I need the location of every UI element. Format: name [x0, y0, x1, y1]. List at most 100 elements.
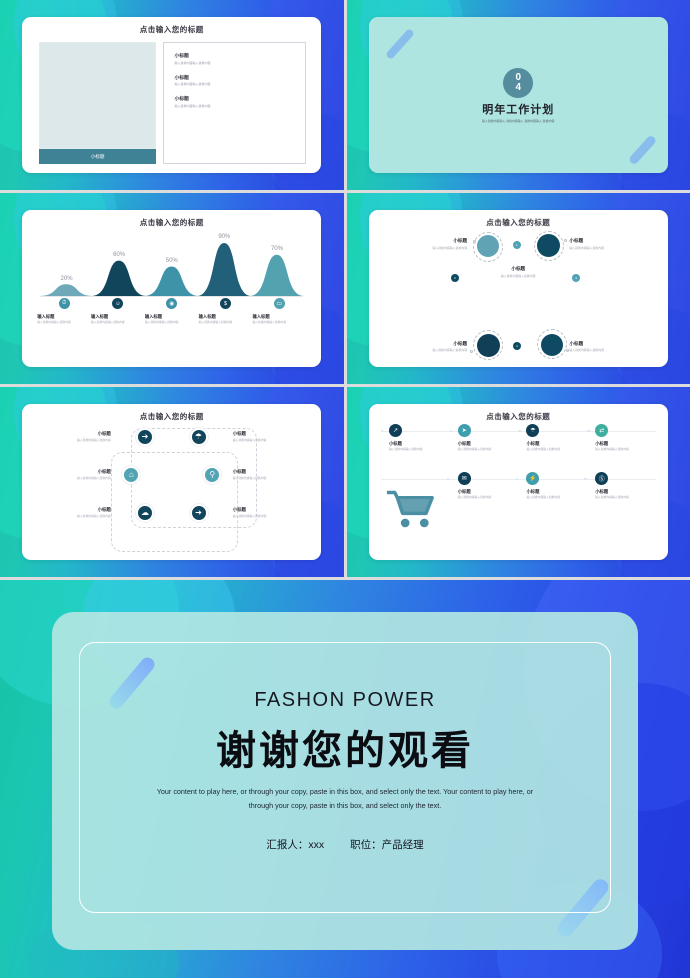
- chart-axis-line: [40, 296, 304, 298]
- step-item[interactable]: ◉ 输入标题 输入替换内容输入替换内容: [144, 298, 226, 325]
- step-title: 输入标题: [37, 314, 55, 320]
- section-number-bottom: 4: [515, 81, 522, 93]
- slide-2-card: 0 4 明年工作计划 输入替换内容输入·替换内容输入·替换内容输入·替换内容: [368, 17, 668, 174]
- page-title: 点击输入您的标题: [139, 411, 204, 421]
- timeline-item[interactable]: ↗ 小标题 输入替换内容输入替换内容: [389, 423, 455, 452]
- list-item-title: 小标题: [174, 54, 189, 60]
- list-item-desc: 输入替换内容输入替换内容: [174, 103, 211, 108]
- timeline-dot: [380, 429, 384, 433]
- matrix-row: 小标题 输入替换内容输入替换内容 ⌂ ⚲ 小标题 输入替换内容输入替换内容: [34, 465, 309, 484]
- timeline-desc: 输入替换内容输入替换内容: [457, 446, 492, 451]
- search-icon[interactable]: ⚲: [203, 465, 222, 484]
- step-desc: 输入替换内容输入替换内容: [252, 320, 287, 325]
- chinese-title: 谢谢您的观看: [216, 729, 474, 774]
- text-block-title: 小标题: [97, 469, 111, 475]
- chart-data-label: 60%: [113, 252, 126, 259]
- timeline-desc: 输入替换内容输入替换内容: [595, 494, 629, 499]
- list-item-title: 小标题: [174, 97, 189, 103]
- timeline-item[interactable]: ☂ 小标题 输入替换内容输入替换内容: [526, 423, 592, 452]
- text-block-desc: 输入替换内容输入替换内容: [569, 348, 605, 353]
- step-item[interactable]: ▭ 输入标题 输入替换内容输入替换内容: [252, 298, 306, 325]
- section-subheading: 输入替换内容输入·替换内容输入·替换内容输入·替换内容: [482, 118, 555, 123]
- timeline-title: 小标题: [389, 440, 402, 446]
- slide-4[interactable]: 点击输入您的标题 小标题 输入替换内容输入替换内容 小标题 输入替换内容输入替换…: [346, 193, 690, 384]
- slide-3[interactable]: 点击输入您的标题 20%60%50%90%70% ⏱ 输入标题 输入替换内容输入…: [0, 193, 344, 384]
- chart-data-label: 20%: [60, 275, 73, 282]
- text-block: 小标题 输入替换内容输入替换内容: [569, 238, 652, 250]
- compass-icon[interactable]: ➤: [457, 423, 471, 437]
- satellite-node: 2: [451, 274, 459, 283]
- dashed-ring-icon: [536, 328, 567, 359]
- bell-curve-chart: [39, 232, 305, 297]
- ring-node-icon: [566, 348, 570, 352]
- bolt-icon[interactable]: ⚡: [526, 471, 540, 485]
- satellite-node: 3: [572, 274, 581, 283]
- timeline-desc: 输入替换内容输入替换内容: [526, 494, 561, 499]
- users-icon[interactable]: ☺: [112, 298, 124, 310]
- text-block: 小标题 输入替换内容输入替换内容: [569, 341, 652, 353]
- chart-data-label: 90%: [218, 234, 231, 241]
- monitor-icon[interactable]: ▭: [273, 298, 285, 310]
- text-block-desc: 输入替换内容输入替换内容: [500, 273, 536, 278]
- share-icon[interactable]: ☂: [189, 427, 208, 446]
- final-slide[interactable]: FASHON POWER 谢谢您的观看 Your content to play…: [0, 580, 690, 978]
- arrow-right-icon[interactable]: ➔: [189, 503, 208, 522]
- text-block-title: 小标题: [97, 431, 111, 437]
- cloud-icon[interactable]: ☁: [135, 503, 154, 522]
- step-desc: 输入替换内容输入替换内容: [198, 320, 233, 325]
- money-icon[interactable]: Ⓢ: [595, 471, 609, 485]
- step-item[interactable]: ⏱ 输入标题 输入替换内容输入替换内容: [37, 298, 118, 325]
- english-title: FASHON POWER: [254, 689, 436, 712]
- timeline-item[interactable]: ⇄ 小标题 输入替换内容输入替换内容: [595, 423, 661, 452]
- text-block-title: 小标题: [569, 238, 584, 244]
- text-block-title: 小标题: [97, 507, 111, 513]
- text-block: 小标题 输入替换内容输入替换内容: [227, 431, 309, 442]
- timeline-desc: 输入替换内容输入替换内容: [526, 446, 561, 451]
- shuffle-icon[interactable]: ⇄: [595, 423, 609, 437]
- text-block: 小标题 输入替换内容输入替换内容: [384, 238, 467, 250]
- timeline-desc: 输入替换内容输入替换内容: [457, 494, 492, 499]
- list-item-title: 小标题: [174, 75, 189, 81]
- dashed-ring-icon: [472, 232, 503, 263]
- slide-2[interactable]: 0 4 明年工作计划 输入替换内容输入·替换内容输入·替换内容输入·替换内容: [346, 0, 690, 191]
- timeline-title: 小标题: [595, 488, 609, 494]
- dashed-ring-icon: [533, 231, 564, 262]
- shopping-cart-icon: [384, 489, 442, 529]
- list-item-desc: 输入替换内容输入替换内容: [174, 60, 211, 65]
- arrow-right-icon[interactable]: ➔: [135, 427, 154, 446]
- section-number-top: 0: [515, 72, 522, 84]
- dollar-icon[interactable]: $: [220, 298, 232, 310]
- dashed-ring-icon: [472, 329, 503, 360]
- target-icon[interactable]: ◉: [166, 298, 178, 310]
- slide-6[interactable]: 点击输入您的标题 ↗ 小标题 输入替换内容输入替换内容➤ 小标题: [346, 386, 690, 577]
- step-item[interactable]: $ 输入标题 输入替换内容输入替换内容: [198, 298, 280, 325]
- step-desc: 输入替换内容输入替换内容: [144, 320, 179, 325]
- clock-icon[interactable]: ⏱: [58, 298, 70, 310]
- mail-icon[interactable]: ✉: [457, 471, 471, 485]
- list-item-desc: 输入替换内容输入替换内容: [174, 82, 211, 87]
- section-number-badge: 0 4: [503, 67, 534, 98]
- slide-5[interactable]: 点击输入您的标题 小标题 输入替换内容输入替换内容 ➔ ☂: [0, 386, 344, 577]
- bubble: [476, 235, 499, 258]
- satellite-node: 4: [512, 341, 521, 350]
- text-block-title: 小标题: [453, 340, 468, 346]
- timeline-dot: [446, 477, 450, 481]
- timeline-item[interactable]: ⚡ 小标题 输入替换内容输入替换内容: [526, 471, 592, 500]
- bank-icon[interactable]: ⌂: [122, 465, 141, 484]
- timeline-dot: [515, 477, 519, 481]
- final-meta: 汇报人：xxx 职位：产品经理: [266, 837, 423, 852]
- page-title: 点击输入您的标题: [486, 218, 551, 228]
- text-block: 小标题 输入替换内容输入替换内容: [34, 507, 116, 518]
- text-block: 小标题 输入替换内容输入替换内容: [34, 469, 116, 480]
- timeline-item[interactable]: Ⓢ 小标题 输入替换内容输入替换内容: [595, 471, 661, 500]
- slide-1[interactable]: 点击输入您的标题 小标题 小标题 输入替换内容输入替换内容 小标题 输入替换: [0, 0, 344, 191]
- timeline-item[interactable]: ➤ 小标题 输入替换内容输入替换内容: [457, 423, 524, 452]
- chart-data-label: 50%: [165, 258, 178, 264]
- chart-icon[interactable]: ↗: [389, 423, 402, 437]
- timeline-item[interactable]: ✉ 小标题 输入替换内容输入替换内容: [457, 471, 524, 500]
- umbrella-icon[interactable]: ☂: [526, 423, 540, 437]
- timeline-title: 小标题: [595, 440, 609, 446]
- slide-3-card: 点击输入您的标题 20%60%50%90%70% ⏱ 输入标题 输入替换内容输入…: [22, 210, 322, 367]
- section-heading: 明年工作计划: [482, 103, 555, 116]
- step-item[interactable]: ☺ 输入标题 输入替换内容输入替换内容: [91, 298, 172, 325]
